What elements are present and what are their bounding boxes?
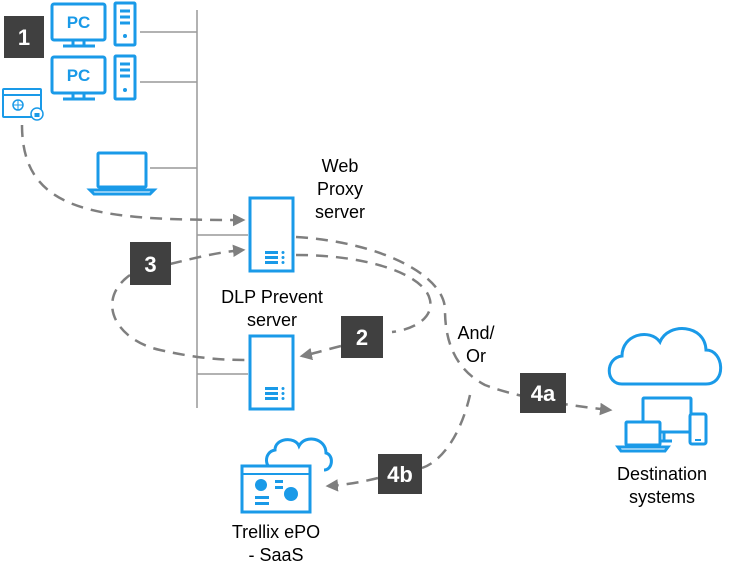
step-badge-3 bbox=[130, 242, 171, 285]
step-badge-1-label: 1 bbox=[18, 25, 30, 50]
flow-badge4b-to-trellix bbox=[325, 476, 379, 492]
pc-label: PC bbox=[67, 13, 91, 32]
laptop-icon bbox=[86, 151, 158, 196]
step-badge-4b-label: 4b bbox=[387, 462, 413, 487]
flow-browser-to-web-proxy bbox=[20, 124, 246, 227]
flow-badge2-to-dlp bbox=[299, 344, 342, 361]
trellix-label-line1: Trellix ePO bbox=[232, 522, 320, 542]
cloud-icon bbox=[607, 327, 723, 386]
step-badge-1 bbox=[4, 16, 44, 58]
dlp-prevent-label-line2: server bbox=[247, 310, 297, 330]
step-badge-2-label: 2 bbox=[356, 325, 368, 350]
step-badge-2 bbox=[341, 316, 383, 358]
step-badge-4b bbox=[378, 454, 422, 494]
step-badge-4a-label: 4a bbox=[531, 381, 556, 406]
destination-devices-icon bbox=[615, 396, 708, 453]
network-backbone bbox=[140, 10, 248, 408]
web-proxy-label-line2: Proxy bbox=[317, 179, 363, 199]
step-badge-3-label: 3 bbox=[144, 252, 156, 277]
web-proxy-label-line1: Web bbox=[322, 156, 359, 176]
web-proxy-server-icon bbox=[248, 196, 295, 273]
flow-loop-to-dlp bbox=[110, 273, 247, 362]
and-or-label-line1: And/ bbox=[457, 323, 494, 343]
flow-badge3-to-web-proxy bbox=[169, 244, 246, 266]
pc-desktop-icon bbox=[50, 54, 137, 101]
web-proxy-label-line3: server bbox=[315, 202, 365, 222]
trellix-label-line2: - SaaS bbox=[248, 545, 303, 565]
dlp-prevent-label-line1: DLP Prevent bbox=[221, 287, 323, 307]
destination-label-line2: systems bbox=[629, 487, 695, 507]
pc-desktop-icon bbox=[50, 1, 137, 48]
trellix-epo-dashboard-icon bbox=[240, 437, 333, 514]
flow-proxy-to-badge2 bbox=[295, 253, 432, 334]
flow-and-or-to-badge4b bbox=[421, 394, 472, 470]
dlp-prevent-server-icon bbox=[248, 334, 295, 411]
destination-label-line1: Destination bbox=[617, 464, 707, 484]
pc-label: PC bbox=[67, 66, 91, 85]
step-badge-4a bbox=[520, 373, 566, 413]
and-or-label-line2: Or bbox=[466, 346, 486, 366]
web-browser-icon bbox=[2, 88, 44, 121]
